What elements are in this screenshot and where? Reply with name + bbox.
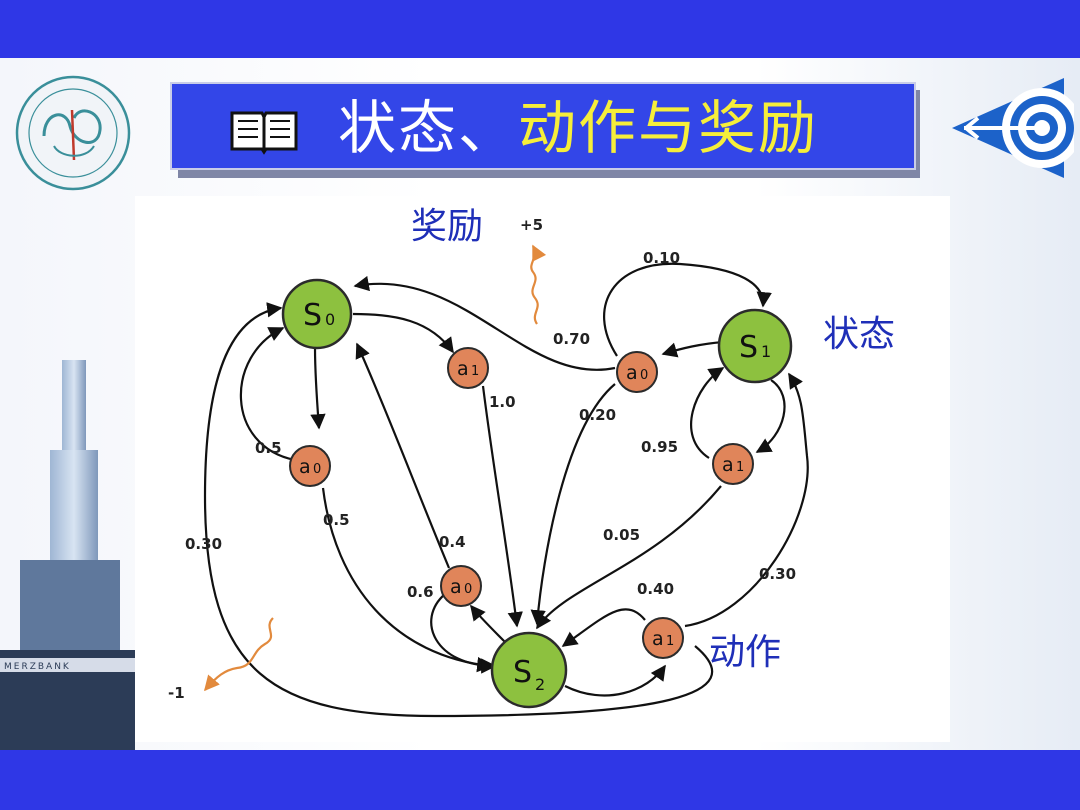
prob-label: 0.30 [185, 535, 222, 553]
state-node-s0: S 0 [281, 278, 353, 350]
action-subscript: 1 [736, 460, 744, 475]
action-letter: a [299, 456, 311, 478]
prob-label: 0.10 [643, 249, 680, 267]
edge-s0a0-s0 [239, 327, 296, 462]
prob-label: 1.0 [489, 393, 516, 411]
prob-label: 0.30 [759, 565, 796, 583]
action-node-s0-a1: a 1 [447, 347, 489, 389]
book-icon [230, 111, 298, 155]
reward-annotation: 奖励 [411, 206, 483, 247]
title-part-yellow: 动作与奖励 [518, 94, 819, 162]
title-part-white: 状态、 [338, 94, 519, 162]
target-arrow-icon [952, 78, 1074, 178]
action-letter: a [450, 576, 462, 598]
prob-label: 0.20 [579, 406, 616, 424]
edge-s0-s0a1 [352, 312, 454, 354]
reward-negative-label: -1 [168, 684, 185, 702]
prob-label: 0.05 [603, 526, 640, 544]
edge-s2a1-s0 [203, 302, 714, 718]
edge-s1a0-s2 [530, 383, 616, 626]
edge-s0a1-s2 [481, 385, 523, 628]
state-node-s2: S 2 [490, 631, 568, 709]
edge-s2a1-s1 [684, 372, 809, 628]
action-node-s2-a1: a 1 [642, 617, 684, 659]
edge-s2a0-s2 [430, 593, 497, 674]
action-subscript: 0 [464, 582, 472, 597]
prob-label: 0.70 [553, 330, 590, 348]
page-title: 状态、动作与奖励 [338, 88, 818, 168]
reward-positive-label: +5 [520, 216, 543, 234]
prob-label: 0.6 [407, 583, 434, 601]
edge-s1a1-s1 [690, 367, 725, 459]
reward-arrow-positive [530, 244, 547, 325]
state-node-s1: S 1 [717, 308, 793, 384]
state-letter: S [513, 655, 532, 690]
building-illustration: MERZBANK [0, 360, 135, 750]
edge-s1a0-s1 [603, 262, 772, 357]
action-letter: a [652, 628, 664, 650]
edge-s0-s0a0 [310, 347, 326, 430]
state-subscript: 2 [535, 675, 545, 694]
prob-label: 0.4 [439, 533, 466, 551]
action-node-s1-a1: a 1 [712, 443, 754, 485]
edge-s2-s2a1 [564, 664, 666, 697]
building-sign: MERZBANK [4, 662, 71, 672]
state-letter: S [303, 298, 322, 333]
prob-label: 0.40 [637, 580, 674, 598]
mdp-diagram: S 0 S 1 S 2 a 0 a 1 a 0 a 1 a 0 a 1 [168, 206, 895, 718]
prob-label: 0.5 [323, 511, 350, 529]
edge-s2a1-s2 [561, 608, 646, 647]
state-subscript: 1 [761, 342, 771, 361]
action-node-s1-a0: a 0 [616, 351, 658, 393]
action-node-s2-a0: a 0 [440, 565, 482, 607]
action-annotation: 动作 [709, 632, 781, 673]
action-subscript: 1 [666, 634, 674, 649]
title-banner [170, 82, 916, 170]
action-letter: a [457, 358, 469, 380]
top-band [0, 0, 1080, 58]
state-letter: S [739, 330, 758, 365]
edge-s1-s1a0 [661, 340, 724, 358]
prob-label: 0.95 [641, 438, 678, 456]
action-subscript: 0 [640, 368, 648, 383]
action-subscript: 1 [471, 364, 479, 379]
edge-s2a0-s0 [355, 342, 451, 569]
bottom-band [0, 750, 1080, 810]
action-letter: a [722, 454, 734, 476]
edge-s1-s1a1 [755, 379, 786, 453]
state-annotation: 状态 [823, 314, 895, 355]
edge-s0a0-s2 [321, 487, 493, 673]
action-subscript: 0 [313, 462, 321, 477]
action-node-s0-a0: a 0 [289, 445, 331, 487]
university-seal-logo [15, 75, 131, 191]
edge-s2-s2a0 [470, 604, 506, 643]
action-letter: a [626, 362, 638, 384]
prob-label: 0.5 [255, 439, 282, 457]
reward-arrow-negative [203, 617, 274, 692]
edge-s1a1-s2 [536, 485, 722, 630]
state-subscript: 0 [325, 310, 335, 329]
edge-s1a0-s0 [353, 275, 616, 371]
